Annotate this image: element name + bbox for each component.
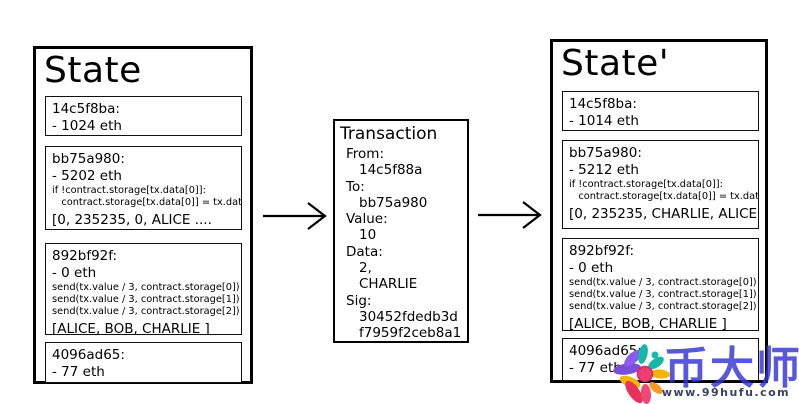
tx-to-label: To: xyxy=(346,178,365,195)
account-balance: - 5212 eth xyxy=(569,162,639,178)
arrow-state-to-transaction xyxy=(263,202,327,230)
account-box-14c5f8ba: 14c5f8ba: - 1014 eth xyxy=(562,91,759,131)
account-box-bb75a980: bb75a980: - 5202 eth if !contract.storag… xyxy=(45,146,242,230)
state-before-title: State xyxy=(44,50,142,91)
contract-code-line: if !contract.storage[tx.data[0]]: xyxy=(569,179,723,190)
account-box-bb75a980: bb75a980: - 5212 eth if !contract.storag… xyxy=(562,140,759,229)
contract-code-line: send(tx.value / 3, contract.storage[1]) xyxy=(52,294,240,305)
tx-value-value: 10 xyxy=(359,227,377,244)
account-balance: - 77 eth xyxy=(52,364,105,380)
account-address: 14c5f8ba: xyxy=(569,96,637,112)
contract-code-line: send(tx.value / 3, contract.storage[0]) xyxy=(52,282,240,293)
tx-to-value: bb75a980 xyxy=(359,194,428,211)
account-address: 4096ad65: xyxy=(52,347,125,363)
transaction-title: Transaction xyxy=(340,124,438,144)
state-after-box: State' 14c5f8ba: - 1014 eth bb75a980: - … xyxy=(550,39,768,383)
contract-code-line: send(tx.value / 3, contract.storage[0]) xyxy=(569,277,757,288)
tx-data-value: CHARLIE xyxy=(359,276,418,293)
account-box-4096ad65: 4096ad65: - 77 eth xyxy=(562,338,759,381)
contract-storage: [0, 235235, CHARLIE, ALICE .. xyxy=(569,206,759,222)
contract-code-line: send(tx.value / 3, contract.storage[2]) xyxy=(569,301,757,312)
watermark-url-text: www.99hufu.com xyxy=(661,386,791,399)
tx-data-label: Data: xyxy=(346,243,383,260)
contract-code-line: send(tx.value / 3, contract.storage[2]) xyxy=(52,306,240,317)
tx-from-label: From: xyxy=(346,146,384,162)
account-address: 892bf92f: xyxy=(569,243,635,259)
account-balance: - 1024 eth xyxy=(52,118,122,134)
tx-sig-value: f7959f2ceb8a1 xyxy=(359,325,462,342)
contract-code-line: contract.storage[tx.data[0]] = tx.data[1… xyxy=(569,191,759,202)
tx-data-value: 2, xyxy=(359,260,372,277)
transaction-box: Transaction From: 14c5f88a To: bb75a980 … xyxy=(333,119,469,343)
tx-sig-label: Sig: xyxy=(346,292,372,309)
account-address: bb75a980: xyxy=(52,151,125,167)
tx-value-label: Value: xyxy=(346,211,388,228)
contract-storage: [ALICE, BOB, CHARLIE ] xyxy=(569,316,727,331)
account-address: bb75a980: xyxy=(569,145,642,161)
contract-code-line: if !contract.storage[tx.data[0]]: xyxy=(52,185,206,196)
account-address: 14c5f8ba: xyxy=(52,101,120,117)
account-address: 892bf92f: xyxy=(52,248,118,264)
account-balance: - 77 eth xyxy=(569,360,622,376)
account-box-4096ad65: 4096ad65: - 77 eth xyxy=(45,342,242,383)
account-balance: - 0 eth xyxy=(569,260,614,276)
contract-storage: [ALICE, BOB, CHARLIE ] xyxy=(52,321,210,335)
contract-code-line: contract.storage[tx.data[0]] = tx.data[1… xyxy=(52,197,242,208)
tx-from-value: 14c5f88a xyxy=(359,162,423,179)
account-box-892bf92f: 892bf92f: - 0 eth send(tx.value / 3, con… xyxy=(45,243,242,335)
account-box-892bf92f: 892bf92f: - 0 eth send(tx.value / 3, con… xyxy=(562,238,759,331)
account-balance: - 1014 eth xyxy=(569,113,639,129)
state-before-box: State 14c5f8ba: - 1024 eth bb75a980: - 5… xyxy=(33,46,253,384)
account-balance: - 5202 eth xyxy=(52,168,122,184)
state-after-title: State' xyxy=(561,43,670,84)
account-balance: - 0 eth xyxy=(52,265,97,281)
contract-storage: [0, 235235, 0, ALICE .... xyxy=(52,212,212,228)
tx-sig-value: 30452fdedb3d xyxy=(359,308,458,325)
account-box-14c5f8ba: 14c5f8ba: - 1024 eth xyxy=(45,96,242,136)
account-address: 4096ad65: xyxy=(569,343,642,359)
contract-code-line: send(tx.value / 3, contract.storage[1]) xyxy=(569,289,757,300)
arrow-transaction-to-state xyxy=(478,201,542,229)
